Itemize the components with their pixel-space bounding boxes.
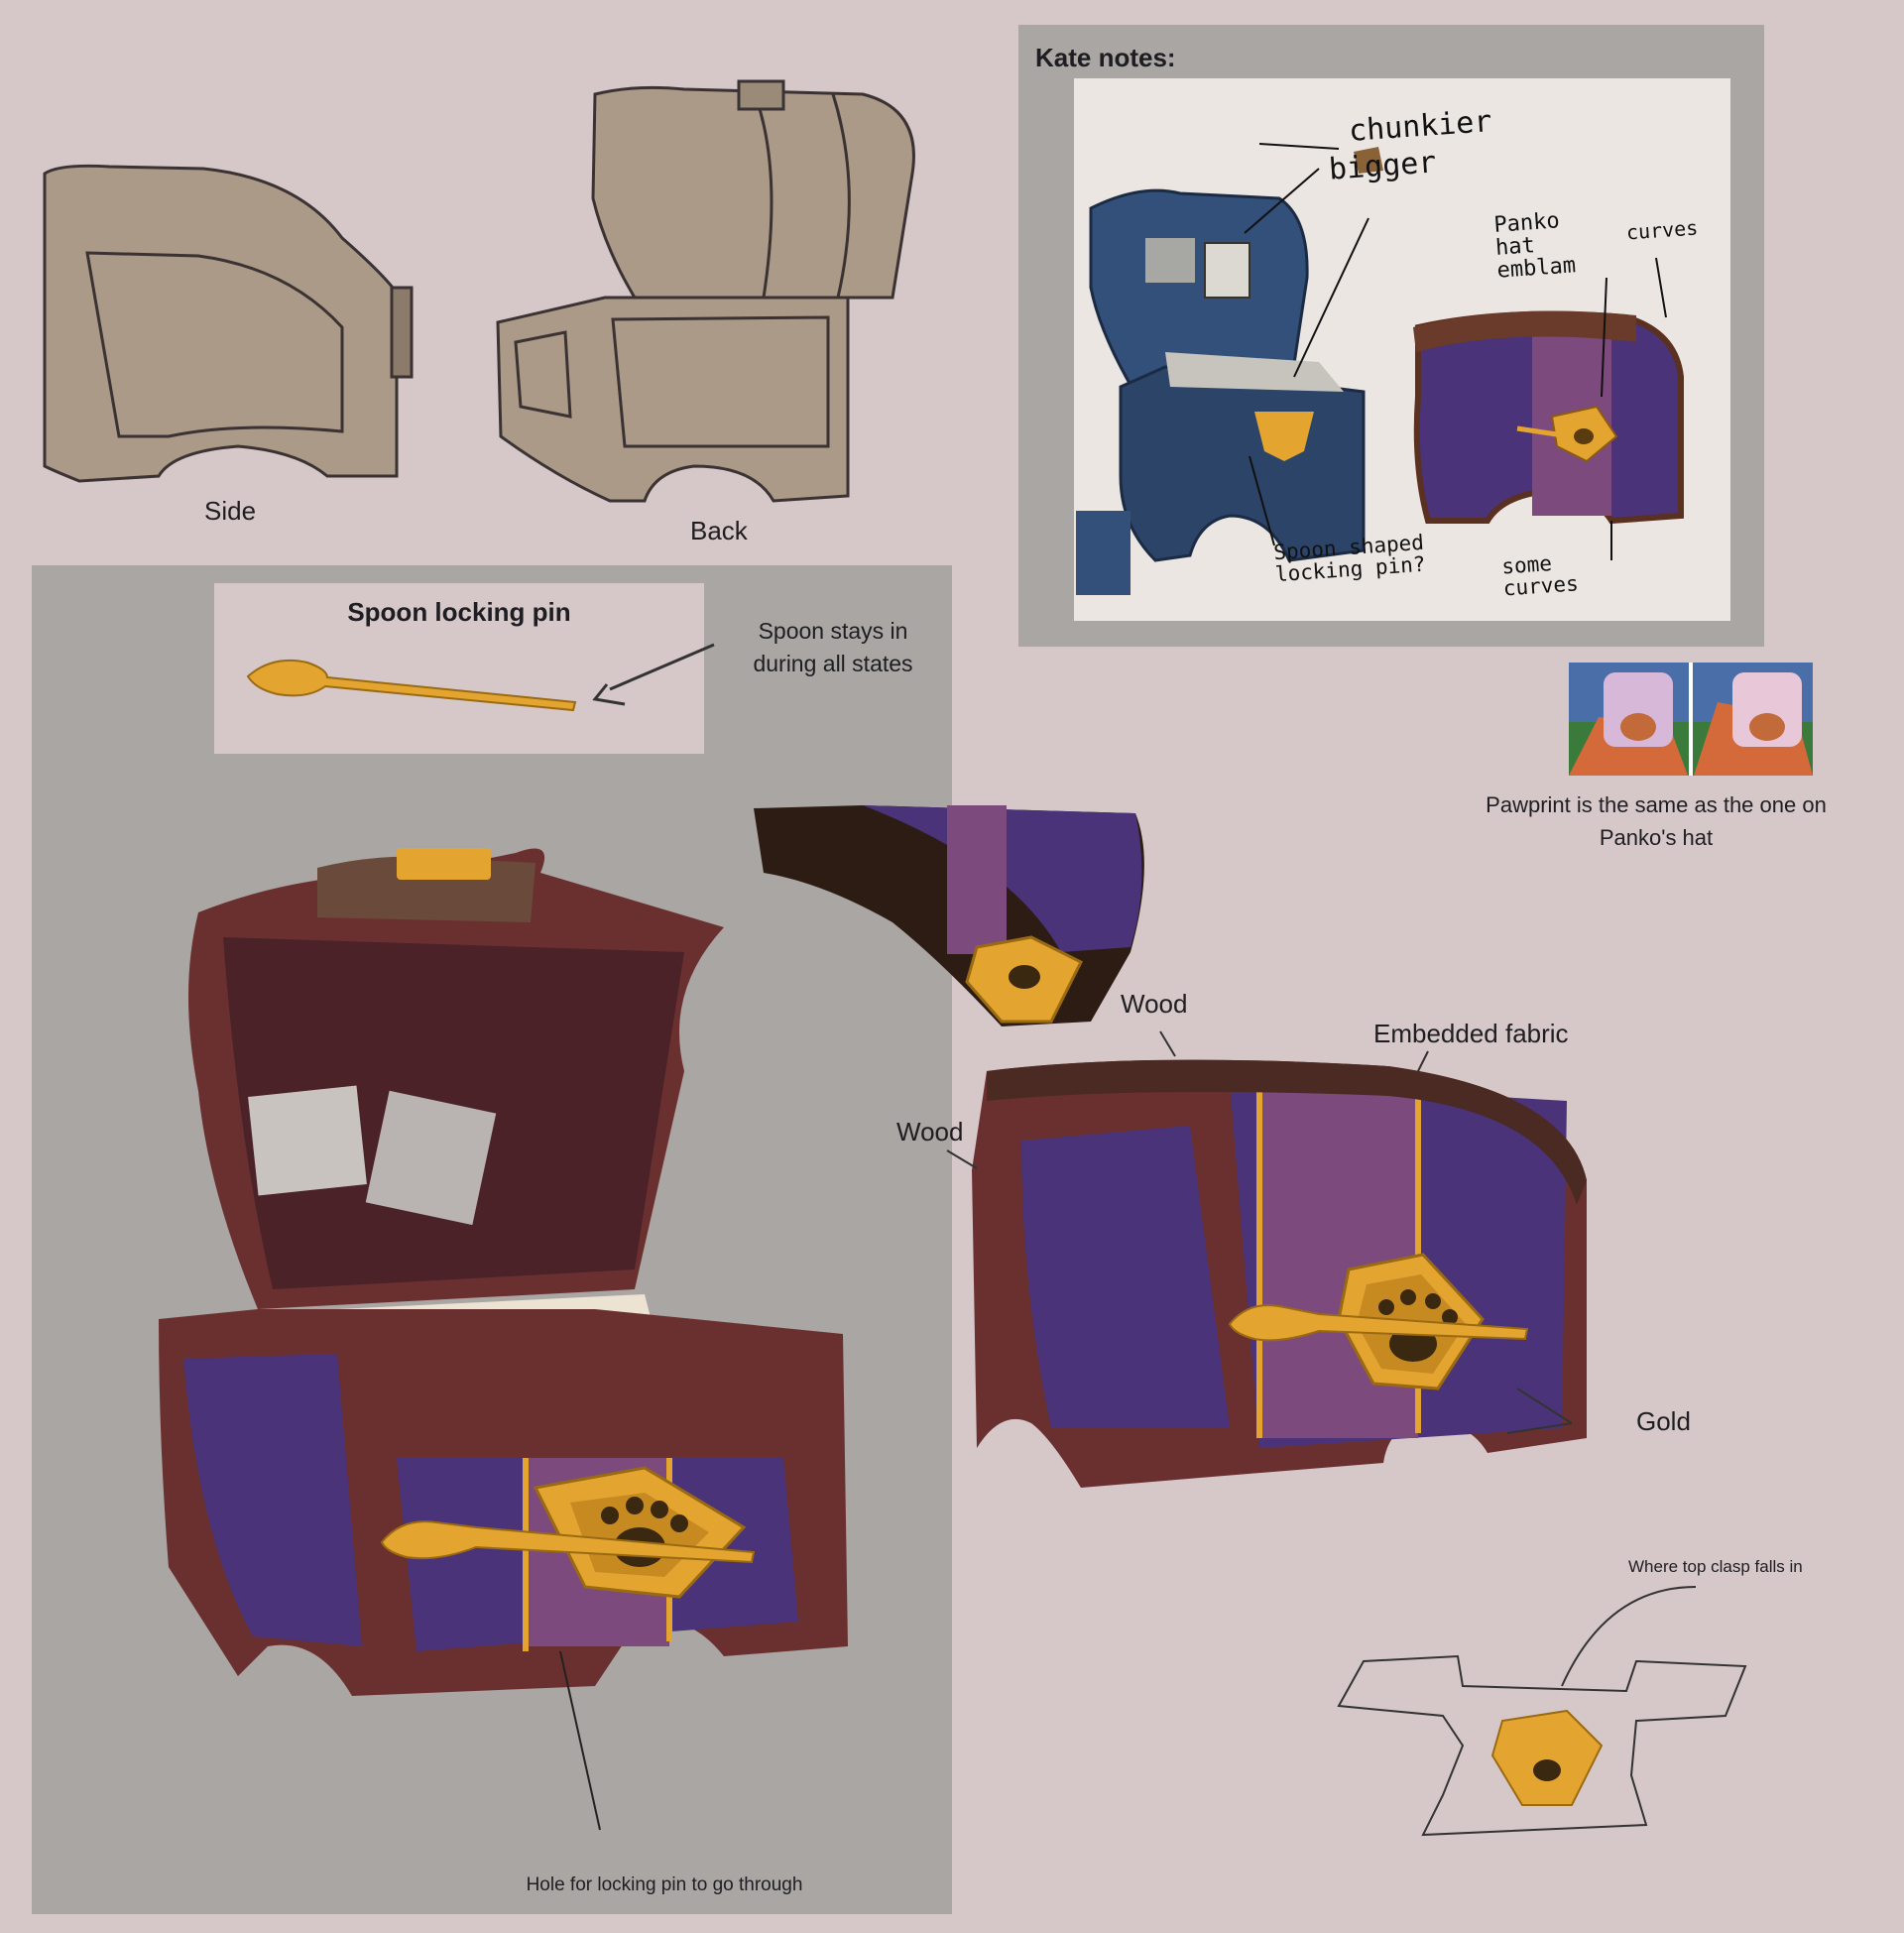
pawprint-note: Pawprint is the same as the one on Panko…	[1486, 792, 1827, 850]
spoon-note: Spoon stays in during all states	[753, 618, 913, 677]
spoon-callout-box: Spoon locking pin	[214, 583, 704, 754]
side-label: Side	[204, 496, 257, 526]
wood-label-left: Wood	[896, 1117, 964, 1147]
back-label: Back	[690, 516, 748, 545]
top-clasp-label: Where top clasp falls in	[1628, 1557, 1803, 1576]
note-panko-emblem: Panko hat emblam	[1492, 208, 1577, 284]
note-bigger: bigger	[1327, 145, 1438, 187]
note-curves: curves	[1625, 215, 1699, 245]
hole-note: Hole for locking pin to go through	[526, 1874, 803, 1895]
open-chest-panel	[32, 565, 952, 1914]
pawprint-reference-image	[1569, 663, 1813, 776]
embedded-fabric-label: Embedded fabric	[1373, 1019, 1569, 1048]
wood-label-top: Wood	[1121, 989, 1188, 1019]
kate-notes-title: Kate notes:	[1035, 43, 1176, 72]
note-some-curves: some curves	[1500, 551, 1580, 601]
spoon-title: Spoon locking pin	[347, 597, 571, 627]
gold-label: Gold	[1636, 1406, 1691, 1436]
